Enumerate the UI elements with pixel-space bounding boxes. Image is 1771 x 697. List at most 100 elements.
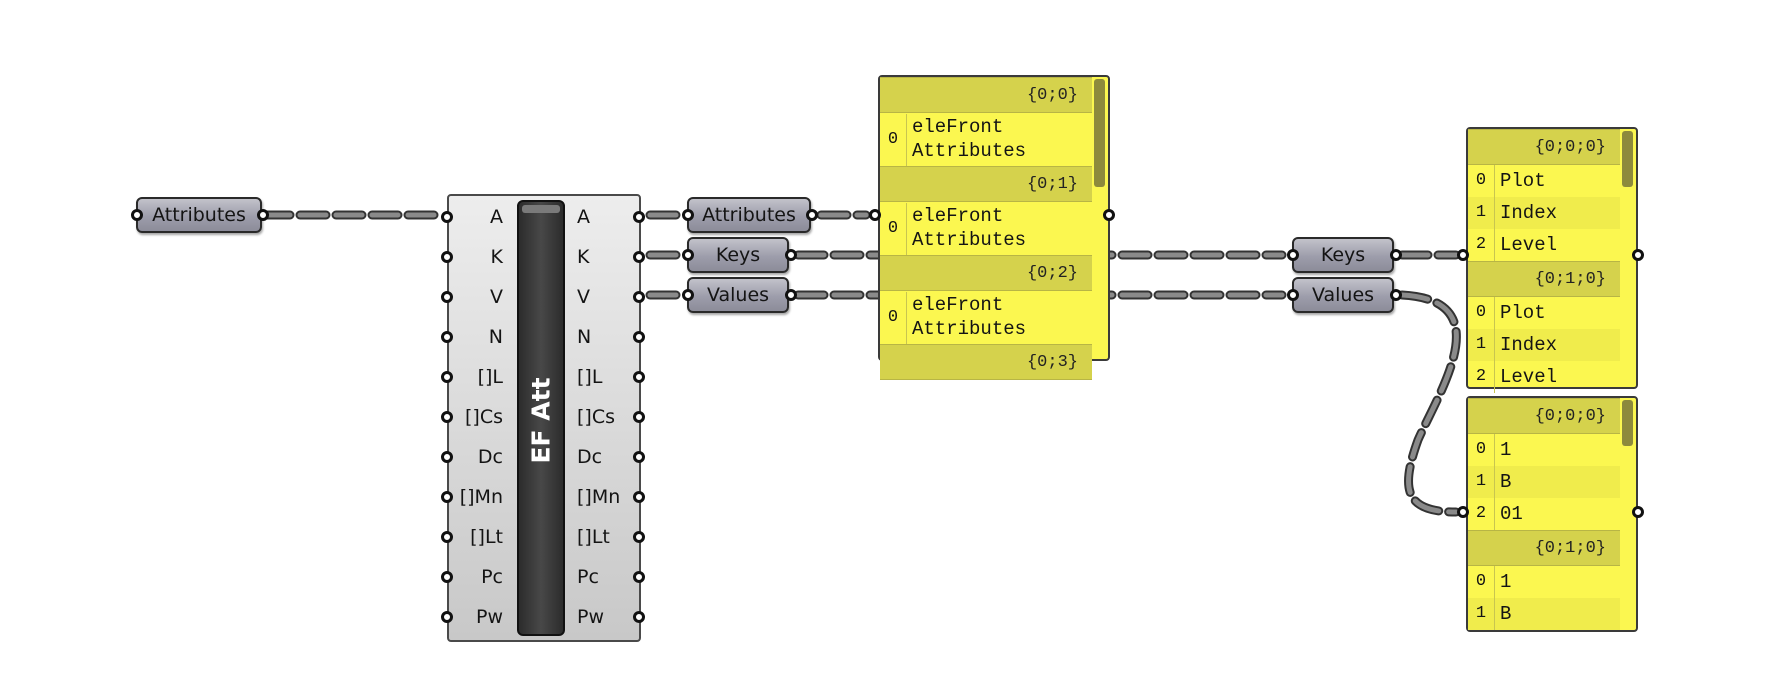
input-grip[interactable]: [441, 211, 453, 223]
output-param-label: []Mn: [577, 486, 621, 508]
attributes-source-param[interactable]: Attributes: [136, 197, 262, 233]
input-grip[interactable]: [1287, 289, 1299, 301]
values-output-param[interactable]: Values: [687, 277, 789, 313]
keys-output-param[interactable]: Keys: [687, 237, 789, 273]
branch-path-header: {0;1;0}: [1468, 261, 1620, 297]
output-grip[interactable]: [633, 491, 645, 503]
output-grip[interactable]: [633, 211, 645, 223]
input-grip[interactable]: [131, 209, 143, 221]
output-grip[interactable]: [633, 291, 645, 303]
output-grip[interactable]: [1390, 249, 1402, 261]
input-grip[interactable]: [869, 209, 881, 221]
component-nickname: EF Att: [526, 376, 556, 464]
input-param-label: Pw: [476, 606, 503, 628]
output-grip[interactable]: [633, 611, 645, 623]
output-param-label: Dc: [577, 446, 603, 468]
panel-item: 0 eleFront Attributes: [880, 292, 1092, 344]
attributes-panel[interactable]: {0;0} 0 eleFront Attributes {0;1} 0 eleF…: [878, 75, 1110, 380]
param-label: Attributes: [702, 204, 796, 226]
input-grip[interactable]: [682, 249, 694, 261]
output-grip[interactable]: [1632, 249, 1644, 261]
input-grip[interactable]: [441, 571, 453, 583]
input-grip[interactable]: [441, 451, 453, 463]
output-param-label: Pw: [577, 606, 604, 628]
input-param-label: K: [490, 246, 503, 268]
output-grip[interactable]: [257, 209, 269, 221]
input-grip[interactable]: [441, 531, 453, 543]
input-grip[interactable]: [682, 209, 694, 221]
panel-scrollbar[interactable]: [1622, 131, 1633, 187]
panel-scrollbar[interactable]: [1622, 400, 1633, 446]
input-grip[interactable]: [441, 491, 453, 503]
output-param-label: N: [577, 326, 592, 348]
output-grip[interactable]: [633, 531, 645, 543]
keys-input-param[interactable]: Keys: [1292, 237, 1394, 273]
input-grip[interactable]: [441, 331, 453, 343]
input-param-label: Dc: [477, 446, 503, 468]
branch-path-header: {0;0}: [880, 77, 1092, 113]
output-grip[interactable]: [1390, 289, 1402, 301]
values-input-param[interactable]: Values: [1292, 277, 1394, 313]
branch-path-header: {0;1;0}: [1468, 530, 1620, 566]
output-param-label: K: [577, 246, 590, 268]
output-grip[interactable]: [633, 571, 645, 583]
input-grip[interactable]: [441, 291, 453, 303]
param-label: Keys: [1320, 244, 1366, 266]
output-grip[interactable]: [633, 451, 645, 463]
input-grip[interactable]: [1287, 249, 1299, 261]
output-grip[interactable]: [1632, 506, 1644, 518]
output-param-label: []L: [577, 366, 603, 388]
output-param-label: V: [577, 286, 590, 308]
input-param-label: Pc: [481, 566, 503, 588]
output-param-label: []Lt: [577, 526, 610, 548]
input-grip[interactable]: [1457, 249, 1469, 261]
output-grip[interactable]: [785, 289, 797, 301]
input-grip[interactable]: [682, 289, 694, 301]
input-param-label: N: [488, 326, 503, 348]
branch-path-header: {0;0;0}: [1468, 398, 1620, 434]
input-grip[interactable]: [1457, 506, 1469, 518]
attributes-output-param[interactable]: Attributes: [687, 197, 811, 233]
input-param-label: A: [490, 206, 503, 228]
param-label: Keys: [715, 244, 761, 266]
branch-path-header: {0;3}: [880, 344, 1092, 380]
input-grip[interactable]: [441, 371, 453, 383]
input-param-label: []Lt: [470, 526, 503, 548]
output-grip[interactable]: [633, 411, 645, 423]
panel-item: 0 eleFront Attributes: [880, 114, 1092, 166]
input-grip[interactable]: [441, 411, 453, 423]
input-grip[interactable]: [441, 251, 453, 263]
input-param-label: V: [490, 286, 503, 308]
param-label: Values: [706, 284, 770, 306]
output-grip[interactable]: [633, 251, 645, 263]
branch-path-header: {0;1}: [880, 166, 1092, 202]
branch-path-header: {0;0;0}: [1468, 129, 1620, 165]
output-grip[interactable]: [633, 331, 645, 343]
input-param-label: []Cs: [465, 406, 503, 428]
input-param-label: []L: [477, 366, 503, 388]
output-grip[interactable]: [806, 209, 818, 221]
output-param-label: Pc: [577, 566, 599, 588]
component-nickname-bar: EF Att: [517, 200, 565, 636]
input-grip[interactable]: [441, 611, 453, 623]
panel-item: 0 eleFront Attributes: [880, 203, 1092, 255]
param-label: Values: [1311, 284, 1375, 306]
output-grip[interactable]: [1103, 209, 1115, 221]
output-param-label: A: [577, 206, 590, 228]
output-grip[interactable]: [785, 249, 797, 261]
output-grip[interactable]: [633, 371, 645, 383]
panel-scrollbar[interactable]: [1094, 79, 1105, 187]
